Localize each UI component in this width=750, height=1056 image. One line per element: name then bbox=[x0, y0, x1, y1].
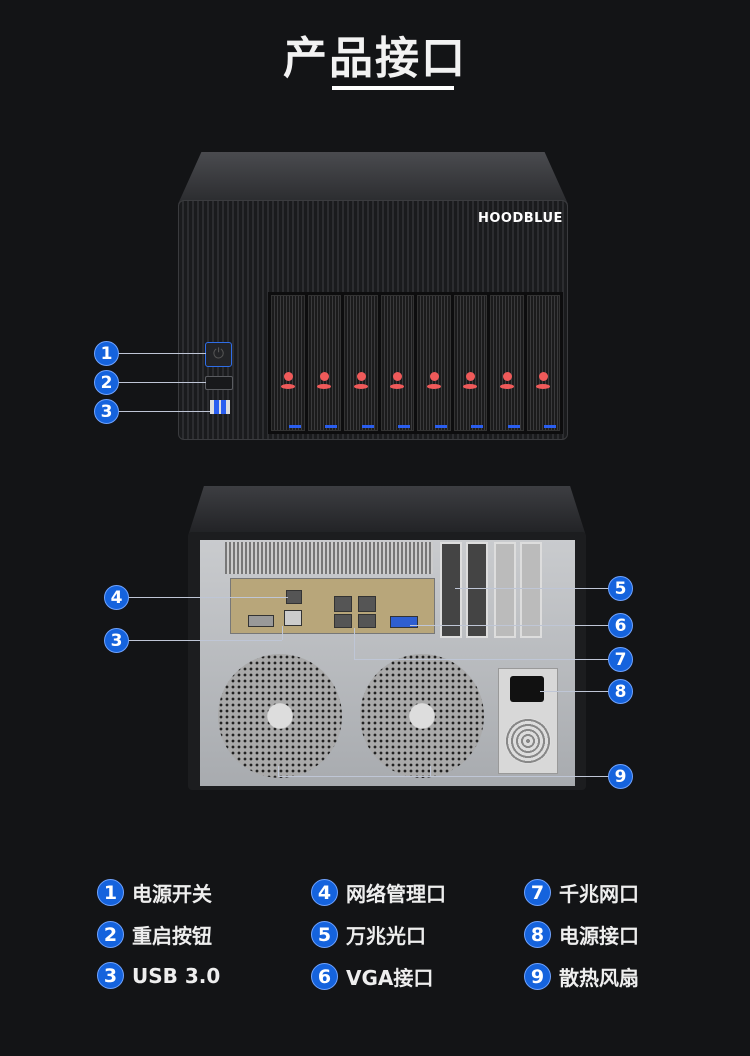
lan-port bbox=[334, 614, 352, 628]
expansion-slot bbox=[440, 542, 462, 638]
legend-badge: 2 bbox=[97, 921, 124, 948]
legend-badge: 6 bbox=[311, 963, 338, 990]
drive-bay bbox=[271, 295, 305, 431]
legend-item: 9 散热风扇 bbox=[524, 962, 639, 991]
legend-item: 7 千兆网口 bbox=[524, 878, 639, 907]
fan-icon bbox=[218, 654, 342, 778]
legend-label: USB 3.0 bbox=[132, 963, 221, 988]
legend-badge: 8 bbox=[524, 921, 551, 948]
vent-grille bbox=[225, 542, 433, 574]
callout-line bbox=[118, 411, 210, 412]
callout-badge: 9 bbox=[608, 764, 633, 789]
drive-bay bbox=[307, 295, 341, 431]
drive-bay bbox=[344, 295, 378, 431]
drive-bays bbox=[268, 292, 563, 434]
legend-label: 电源开关 bbox=[132, 882, 212, 906]
callout-badge: 1 bbox=[94, 341, 119, 366]
legend-item: 1 电源开关 bbox=[97, 878, 212, 907]
legend-item: 8 电源接口 bbox=[524, 920, 639, 949]
chassis-top bbox=[178, 152, 568, 204]
callout-line bbox=[128, 640, 282, 641]
serial-port bbox=[248, 615, 274, 627]
page-title: 产品接口 bbox=[283, 33, 467, 84]
callout-badge: 5 bbox=[608, 576, 633, 601]
power-socket bbox=[510, 676, 544, 702]
callout-badge: 6 bbox=[608, 613, 633, 638]
legend-badge: 5 bbox=[311, 921, 338, 948]
expansion-slot bbox=[494, 542, 516, 638]
legend-badge: 9 bbox=[524, 963, 551, 990]
callout-line bbox=[278, 776, 610, 777]
legend-label: 千兆网口 bbox=[559, 882, 639, 906]
legend-item: 2 重启按钮 bbox=[97, 920, 212, 949]
callout-line bbox=[118, 382, 206, 383]
callout-line bbox=[354, 659, 610, 660]
callout-line bbox=[128, 597, 288, 598]
legend-label: 电源接口 bbox=[559, 924, 639, 948]
legend-label: 万兆光口 bbox=[346, 924, 426, 948]
callout-badge: 8 bbox=[608, 679, 633, 704]
usb-port bbox=[284, 610, 302, 626]
callout-badge: 3 bbox=[104, 628, 129, 653]
lan-port bbox=[358, 614, 376, 628]
callout-badge: 7 bbox=[608, 647, 633, 672]
legend-item: 4 网络管理口 bbox=[311, 878, 446, 907]
management-lan-port bbox=[286, 590, 302, 604]
legend-badge: 3 bbox=[97, 962, 124, 989]
chassis-top bbox=[188, 486, 586, 536]
brand-logo: HOODBLUE bbox=[478, 211, 563, 226]
fan-icon bbox=[360, 654, 484, 778]
psu-fan-icon bbox=[505, 718, 551, 764]
legend-item: 6 VGA接口 bbox=[311, 962, 433, 991]
title-underline bbox=[332, 86, 454, 90]
legend-badge: 7 bbox=[524, 879, 551, 906]
legend-badge: 1 bbox=[97, 879, 124, 906]
power-button-icon: ⏻ bbox=[205, 342, 232, 367]
callout-line bbox=[540, 691, 610, 692]
expansion-slot bbox=[466, 542, 488, 638]
expansion-slot bbox=[520, 542, 542, 638]
legend-label: 散热风扇 bbox=[559, 966, 639, 990]
vga-port bbox=[390, 616, 418, 628]
drive-bay bbox=[526, 295, 560, 431]
legend-label: 重启按钮 bbox=[132, 924, 212, 948]
callout-line bbox=[354, 628, 355, 659]
callout-line bbox=[455, 588, 610, 589]
drive-bay bbox=[417, 295, 451, 431]
callout-badge: 4 bbox=[104, 585, 129, 610]
callout-line bbox=[278, 766, 279, 776]
callout-line bbox=[282, 626, 283, 640]
legend-item: 3 USB 3.0 bbox=[97, 962, 220, 989]
drive-bay bbox=[490, 295, 524, 431]
drive-bay bbox=[380, 295, 414, 431]
callout-badge: 2 bbox=[94, 370, 119, 395]
drive-bay bbox=[453, 295, 487, 431]
legend-badge: 4 bbox=[311, 879, 338, 906]
callout-line bbox=[430, 766, 431, 776]
lan-port bbox=[358, 596, 376, 612]
usb-port-icon bbox=[210, 400, 230, 414]
callout-line bbox=[118, 353, 206, 354]
callout-badge: 3 bbox=[94, 399, 119, 424]
callout-line bbox=[410, 625, 610, 626]
legend-label: VGA接口 bbox=[346, 966, 434, 990]
legend-label: 网络管理口 bbox=[346, 882, 446, 906]
legend-item: 5 万兆光口 bbox=[311, 920, 426, 949]
reset-button bbox=[205, 376, 233, 390]
lan-port bbox=[334, 596, 352, 612]
